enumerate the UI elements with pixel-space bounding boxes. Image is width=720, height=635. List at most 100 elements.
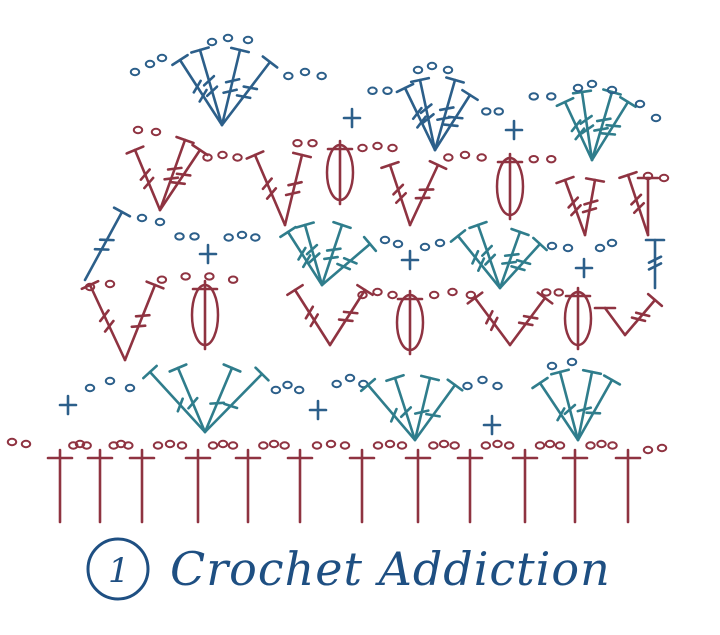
stitch-cross-bar	[297, 246, 307, 261]
chain-stitch	[283, 71, 294, 81]
chain-stitch	[382, 86, 393, 95]
stitch-post	[203, 372, 264, 434]
chain-stitch	[607, 441, 618, 450]
triple-crochet	[395, 82, 437, 152]
stitch-cross-bar	[323, 255, 339, 261]
chain-stitch	[477, 375, 488, 385]
stitch-top-bar	[295, 221, 315, 229]
triple-crochet	[328, 283, 374, 347]
stitch-cross-bar	[304, 305, 315, 320]
stitch-cross-bar	[421, 113, 435, 124]
triple-crochet	[508, 291, 554, 347]
triple-crochet	[644, 238, 666, 290]
chain-stitch	[503, 441, 515, 450]
triple-crochet	[286, 283, 332, 347]
stitch-top-bar	[362, 235, 378, 253]
chain-stitch	[447, 287, 458, 297]
stitch-cross-bar	[399, 406, 413, 419]
stitch-cross-bar	[579, 114, 593, 126]
stitch-cross-bar	[416, 115, 427, 129]
stitch-post	[393, 376, 417, 442]
chain-stitch	[154, 217, 166, 227]
chain-stitch	[357, 143, 368, 153]
stitch-cross-bar	[202, 74, 216, 87]
stitch-cross-bar	[580, 124, 595, 135]
chain-stitch	[339, 441, 351, 450]
double-crochet	[576, 368, 603, 442]
stitch-post	[476, 223, 502, 290]
stitch-post	[220, 48, 242, 127]
stitch-cross-bar	[198, 88, 208, 103]
stitch-top-bar	[549, 368, 571, 376]
triple-crochet	[590, 88, 622, 162]
double-crochet	[413, 378, 464, 442]
triple-crochet	[498, 227, 530, 290]
chain-stitch	[586, 79, 598, 89]
chain-stitch	[293, 385, 305, 395]
stitch-cross-bar	[484, 253, 497, 266]
puff-stitch	[495, 152, 525, 221]
stitch-top-bar	[536, 291, 554, 305]
double-crochet	[359, 377, 417, 442]
chain-stitch	[442, 65, 454, 75]
stitch-cross-bar	[563, 403, 577, 416]
triple-crochet	[590, 95, 637, 162]
chain-stitch	[227, 441, 239, 450]
stitch-cross-bar	[501, 260, 517, 265]
stitch-cross-bar	[394, 191, 408, 205]
stitch-top-bar	[646, 292, 664, 308]
stitch-post	[498, 230, 522, 290]
stitch-top-bar	[359, 377, 377, 393]
chain-stitch	[204, 272, 215, 281]
stitch-cross-bar	[389, 407, 398, 423]
stitch-cross-bar	[134, 313, 151, 318]
stitch-top-bar	[286, 283, 304, 297]
stitch-post	[83, 210, 124, 282]
chain-stitch	[222, 33, 234, 43]
single-crochet	[198, 243, 218, 265]
caption-number-circle	[86, 537, 150, 601]
stitch-post	[220, 60, 272, 127]
stitch-cross-bar	[442, 123, 459, 128]
stitch-post	[293, 288, 332, 347]
chain-stitch	[152, 441, 164, 450]
chain-stitch	[528, 92, 539, 101]
chain-stitch	[566, 357, 578, 367]
stitch-cross-bar	[336, 262, 352, 271]
stitch-post	[576, 370, 594, 442]
triple-crochet	[220, 55, 279, 127]
stitch-post	[418, 78, 437, 152]
triple-crochet	[449, 229, 502, 290]
stitch-cross-bar	[485, 309, 494, 325]
stitch-top-bar	[571, 89, 593, 95]
stitch-post	[626, 173, 650, 237]
stitch-top-bar	[449, 229, 467, 243]
triple-crochet	[83, 206, 132, 282]
stitch-top-bar	[190, 46, 210, 54]
stitch-cross-bar	[570, 119, 582, 133]
stitch-top-bar	[555, 96, 575, 108]
chain-stitch	[250, 233, 261, 242]
stitch-cross-bar	[242, 85, 259, 91]
triple-crochet	[283, 151, 313, 227]
triple-crochet	[80, 279, 127, 362]
chain-stitch	[357, 290, 368, 300]
triple-crochet	[320, 235, 378, 287]
stitch-cross-bar	[503, 252, 520, 258]
double-crochet	[203, 363, 242, 434]
chain-stitch	[236, 230, 248, 240]
stitch-top-bar	[291, 151, 313, 159]
chain-stitch	[392, 239, 404, 249]
stitch-cross-bar	[98, 309, 110, 323]
stitch-cross-bar	[585, 411, 602, 415]
stitch-cross-bar	[419, 103, 433, 115]
stitch-cross-bar	[471, 249, 480, 265]
chain-stitch	[546, 241, 558, 251]
stitch-cross-bar	[522, 314, 539, 320]
chain-stitch	[606, 238, 618, 248]
chain-stitch	[546, 154, 557, 164]
chain-stitch	[20, 439, 32, 449]
stitch-cross-bar	[576, 406, 593, 413]
stitch-post	[198, 48, 224, 127]
chain-stitch	[279, 441, 290, 450]
